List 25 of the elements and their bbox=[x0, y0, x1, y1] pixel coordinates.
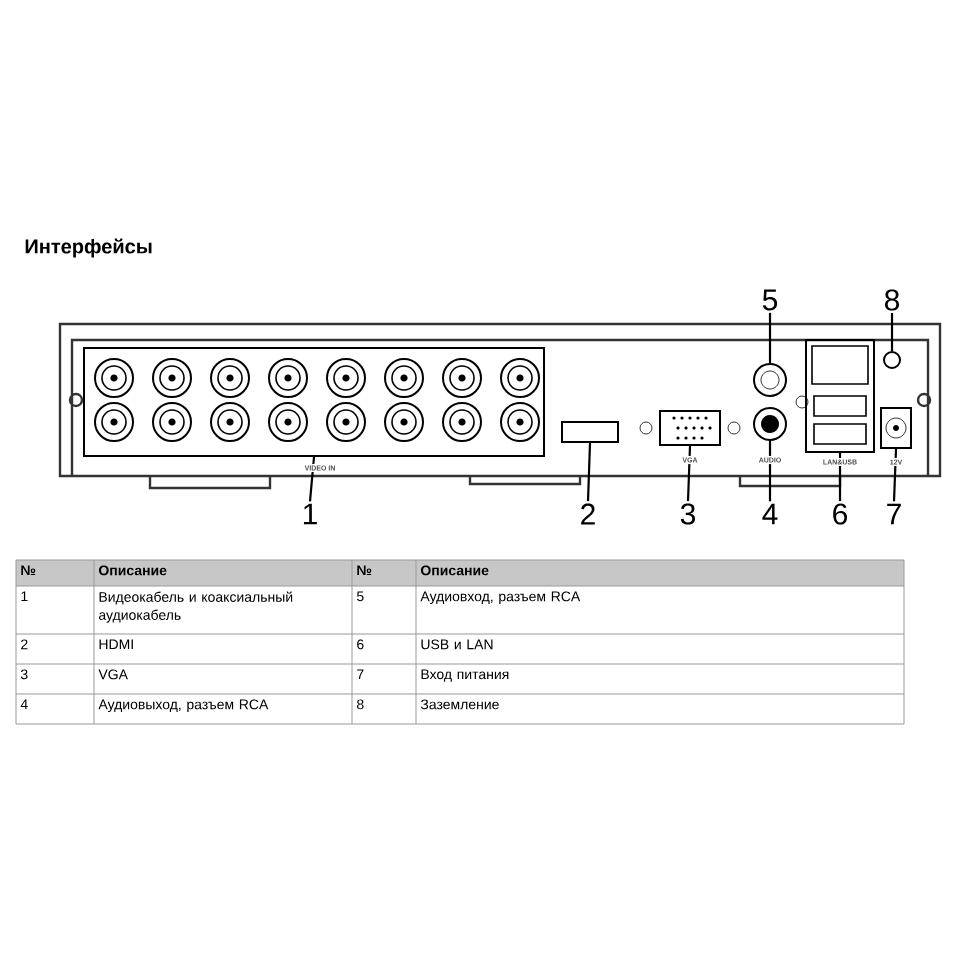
leader-line bbox=[890, 313, 894, 351]
callout-number: 6 bbox=[833, 503, 848, 525]
callout-number: 1 bbox=[303, 503, 317, 525]
callout-number: 8 bbox=[885, 289, 900, 311]
bnc-connector-panel bbox=[83, 347, 545, 457]
ground-terminal bbox=[883, 351, 901, 369]
heading: Интерфейсы bbox=[25, 238, 152, 258]
lan-usb-ports bbox=[805, 339, 875, 453]
leader-line bbox=[308, 456, 316, 502]
leader-line bbox=[586, 442, 592, 502]
leader-line bbox=[768, 441, 772, 502]
leader-line bbox=[686, 445, 692, 502]
callout-number: 2 bbox=[581, 503, 595, 525]
callout-number: 7 bbox=[887, 503, 901, 525]
leader-line bbox=[892, 448, 898, 502]
callout-number: 4 bbox=[762, 503, 778, 525]
power-socket bbox=[880, 407, 912, 449]
vga-port bbox=[639, 410, 741, 446]
audio-out-jack bbox=[753, 407, 787, 441]
hdmi-port bbox=[561, 421, 619, 443]
audio-in-jack bbox=[753, 363, 809, 409]
callout-number: 5 bbox=[762, 289, 778, 311]
leader-line bbox=[838, 453, 842, 501]
callout-number: 3 bbox=[680, 503, 696, 525]
leader-line bbox=[768, 312, 772, 363]
